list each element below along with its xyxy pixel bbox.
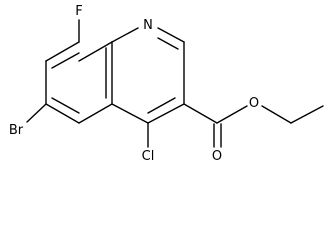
bond: [78, 103, 113, 124]
ester-group: [183, 103, 324, 148]
chemical-structure: F N Br Cl O O: [9, 4, 324, 164]
nitrogen-label: N: [143, 18, 153, 33]
bond: [111, 27, 139, 43]
bond: [261, 105, 292, 124]
double-bond-inner: [157, 37, 179, 50]
bond-c6-bromine: [26, 103, 47, 123]
carbonyl-oxygen-label: O: [212, 149, 222, 164]
pyridine-ring: [111, 27, 185, 124]
chlorine-label: Cl: [142, 149, 155, 164]
double-bond-inner: [51, 52, 80, 69]
double-bond-inner: [147, 97, 176, 114]
bond: [183, 103, 218, 124]
bond: [147, 103, 185, 124]
bond: [157, 27, 185, 43]
bond: [45, 41, 80, 62]
bond: [290, 105, 324, 124]
bromine-label: Br: [9, 123, 24, 138]
bond: [78, 41, 113, 62]
double-bond-inner: [51, 97, 80, 114]
bond: [111, 103, 149, 124]
ester-oxygen-label: O: [249, 96, 259, 111]
benzene-ring: [45, 41, 113, 124]
fluorine-label: F: [75, 4, 82, 19]
bond: [45, 103, 80, 124]
bond: [216, 105, 248, 124]
